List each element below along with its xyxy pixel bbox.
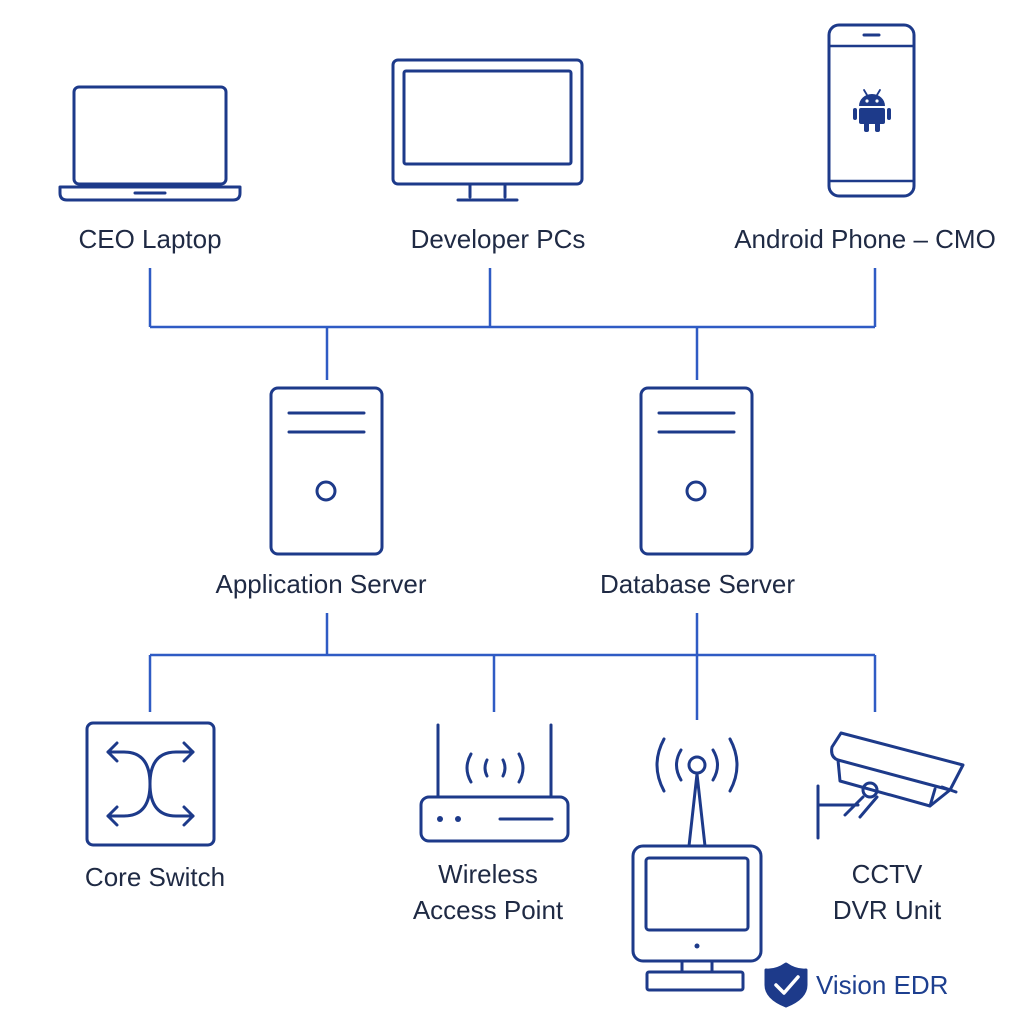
antenna-workstation-icon [631,737,763,992]
wireless-router-icon [419,723,570,843]
database-server-label: Database Server [599,569,796,599]
core-switch-label: Core Switch [84,862,226,892]
brand-name: Vision EDR [816,970,949,1000]
developer-pcs-label: Developer PCs [410,224,586,254]
network-switch-icon [85,721,216,847]
shield-check-icon [764,962,808,1008]
server-tower-icon [269,386,384,556]
laptop-icon [58,85,242,202]
android-icon [853,89,891,132]
cctv-label-line2: DVR Unit [832,895,942,925]
ceo-laptop-label: CEO Laptop [78,224,222,254]
connection-lines [148,268,877,720]
smartphone-icon [827,23,916,198]
wireless-ap-label-line1: Wireless [438,859,538,889]
cctv-camera-icon [816,731,965,840]
server-tower-icon [639,386,754,556]
application-server-label: Application Server [215,569,427,599]
desktop-monitor-icon [391,58,584,202]
android-phone-label: Android Phone – CMO [734,224,996,254]
cctv-label-line1: CCTV [851,859,923,889]
wireless-ap-label-line2: Access Point [412,895,564,925]
